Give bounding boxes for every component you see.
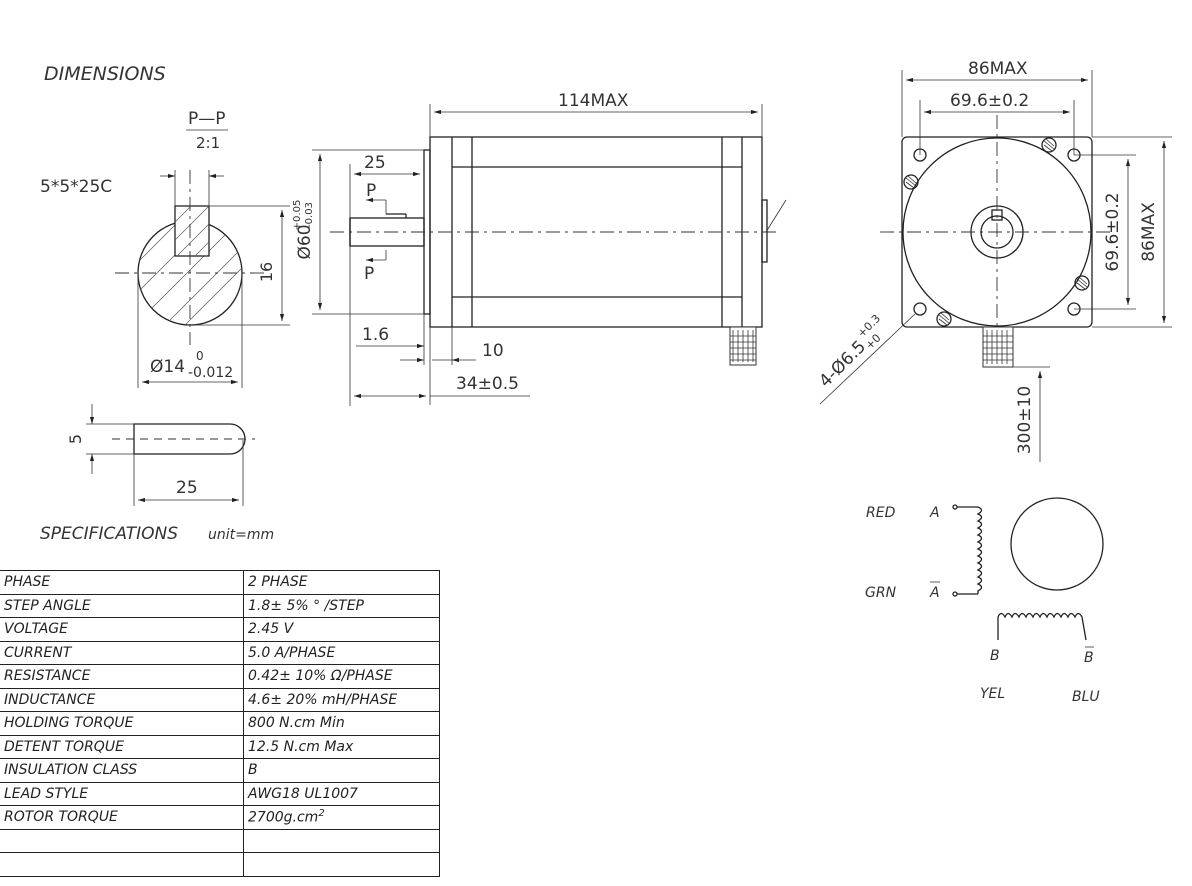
pilot-tol-lower: -0.03 — [304, 202, 315, 228]
section-mark-top: P — [366, 181, 376, 201]
shaft-tol-lower: -0.012 — [188, 365, 233, 381]
wire-red-label: RED — [866, 505, 896, 521]
spec-value: B — [243, 758, 440, 783]
body-height-label: 86MAX — [1139, 202, 1159, 262]
shaft-length-label: 25 — [364, 153, 386, 173]
spec-row — [0, 828, 440, 853]
terminal-a-label: A — [929, 505, 940, 521]
specifications-heading: SPECIFICATIONS — [40, 524, 178, 544]
spec-value: 1.8± 5% ° /STEP — [243, 593, 440, 618]
key-part-view: 5 25 — [66, 404, 255, 506]
spec-value: 4.6± 20% mH/PHASE — [243, 687, 440, 712]
terminal-a-bar-label: A — [929, 585, 940, 601]
spec-value: 800 N.cm Min — [243, 711, 440, 736]
wiring-diagram: RED GRN A A B B YEL BLU — [865, 497, 1104, 705]
rotor-symbol — [1010, 497, 1104, 591]
wire-grn-label: GRN — [865, 585, 897, 601]
terminal-b-bar-label: B — [1084, 650, 1094, 666]
section-label: P—P — [188, 109, 226, 129]
hole-spacing-label: 69.6±0.2 — [950, 91, 1029, 111]
lead-length-label: 300±10 — [1015, 386, 1035, 454]
spec-key: PHASE — [0, 570, 244, 595]
spec-key: VOLTAGE — [0, 617, 244, 642]
pilot-dia-label: Ø60 — [295, 224, 315, 259]
shaft-tol-upper: 0 — [196, 349, 204, 363]
body-width-label: 86MAX — [968, 59, 1028, 79]
shaft-section-view: P—P 2:1 5*5*25C 16 Ø14 0 -0.012 — [40, 109, 290, 388]
key-width-label: 5 — [66, 434, 85, 444]
side-view: 114MAX 25 P P Ø60 +0.05 -0.03 1.6 10 34±… — [292, 91, 787, 406]
spec-key: LEAD STYLE — [0, 781, 244, 806]
spec-key: RESISTANCE — [0, 664, 244, 689]
wire-yel-label: YEL — [980, 686, 1005, 702]
spec-value: AWG18 UL1007 — [243, 781, 440, 806]
spec-key: INDUCTANCE — [0, 687, 244, 712]
spec-value: 5.0 A/PHASE — [243, 640, 440, 665]
spec-key: HOLDING TORQUE — [0, 711, 244, 736]
spec-value — [243, 852, 440, 877]
section-scale: 2:1 — [196, 134, 220, 152]
key-height-label: 16 — [257, 262, 276, 282]
flange-thickness-label: 1.6 — [362, 325, 389, 345]
section-mark-bottom: P — [364, 264, 374, 284]
flange-width-label: 10 — [482, 341, 504, 361]
body-length-label: 114MAX — [558, 91, 629, 111]
spec-value: 12.5 N.cm Max — [243, 734, 440, 759]
spec-key: CURRENT — [0, 640, 244, 665]
key-size-label: 5*5*25C — [40, 177, 112, 197]
spec-value: 0.42± 10% Ω/PHASE — [243, 664, 440, 689]
spec-key — [0, 828, 244, 853]
screw-heads — [903, 137, 1090, 327]
unit-superscript: 2 — [318, 808, 325, 820]
unit-label: unit=mm — [208, 527, 274, 543]
spec-value: 2700g.cm2 — [243, 805, 440, 830]
spec-key: DETENT TORQUE — [0, 734, 244, 759]
spec-key: INSULATION CLASS — [0, 758, 244, 783]
key-length-label: 25 — [176, 478, 198, 498]
pilot-tol-upper: +0.05 — [292, 200, 303, 231]
spec-value — [243, 828, 440, 853]
spec-value: 2.45 V — [243, 617, 440, 642]
side-lead-wires — [729, 326, 757, 366]
wire-blu-label: BLU — [1072, 689, 1100, 705]
spec-key — [0, 852, 244, 877]
front-lead-wires — [982, 326, 1014, 368]
dimensions-heading: DIMENSIONS — [44, 63, 166, 85]
spec-key: STEP ANGLE — [0, 593, 244, 618]
spec-value: 2 PHASE — [243, 570, 440, 595]
front-view: 86MAX 69.6±0.2 69.6±0.2 86MAX 4-Ø6.5 +0.… — [815, 59, 1172, 462]
terminal-b-label: B — [990, 648, 1000, 664]
shaft-extension-label: 34±0.5 — [456, 374, 519, 394]
spec-row — [0, 852, 440, 877]
shaft-dia-label: Ø14 — [150, 357, 185, 377]
hole-spacing-v-label: 69.6±0.2 — [1103, 192, 1123, 271]
spec-key: ROTOR TORQUE — [0, 805, 244, 830]
